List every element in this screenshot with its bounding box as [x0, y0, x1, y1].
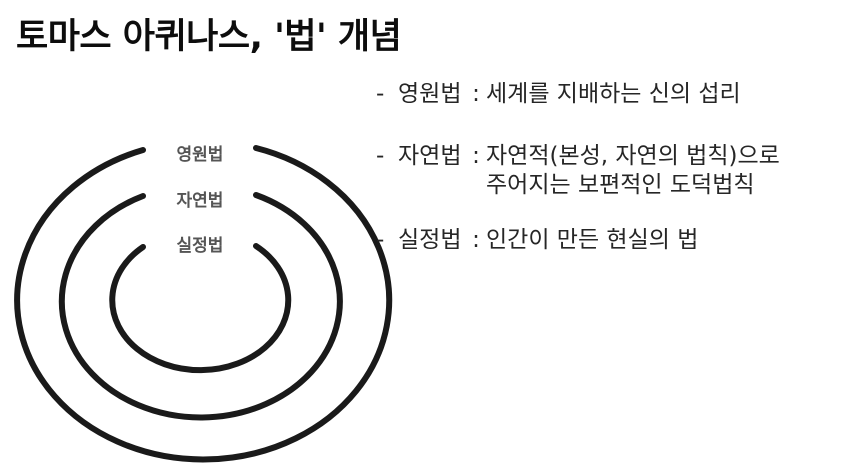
definition-term: 자연법	[398, 143, 462, 169]
definition-term: 실정법	[398, 227, 462, 253]
definition-colon: :	[472, 81, 480, 107]
inner-ring-positive-law	[109, 243, 292, 374]
definition-natural-law: - 자연법 : 자연적(본성, 자연의 법칙)으로 주어지는 보편적인 도덕법칙	[376, 142, 780, 200]
bullet-dash: -	[376, 81, 385, 107]
definition-term: 영원법	[398, 81, 462, 107]
definition-line: 인간이 만든 현실의 법	[486, 227, 699, 253]
definition-description: 세계를 지배하는 신의 섭리	[486, 80, 741, 109]
bullet-dash: -	[376, 143, 385, 169]
middle-ring-natural-law	[58, 192, 343, 421]
page-title: 토마스 아퀴나스, '법' 개념	[16, 17, 402, 57]
definition-colon: :	[472, 143, 480, 169]
definition-eternal-law: - 영원법 : 세계를 지배하는 신의 섭리	[376, 80, 741, 109]
ring-label-eternal-law: 영원법	[176, 145, 224, 165]
definition-description: 인간이 만든 현실의 법	[486, 226, 698, 255]
definition-description: 자연적(본성, 자연의 법칙)으로 주어지는 보편적인 도덕법칙	[486, 142, 780, 200]
ring-label-natural-law: 자연법	[176, 191, 224, 211]
definition-positive-law: - 실정법 : 인간이 만든 현실의 법	[376, 226, 698, 255]
definition-colon: :	[472, 227, 480, 253]
definition-line: 세계를 지배하는 신의 섭리	[486, 81, 741, 107]
bullet-dash: -	[376, 227, 385, 253]
outer-ring-eternal-law	[14, 145, 393, 463]
definition-line: 주어지는 보편적인 도덕법칙	[486, 172, 755, 198]
definition-line: 자연적(본성, 자연의 법칙)으로	[486, 143, 780, 169]
ring-label-positive-law: 실정법	[176, 236, 224, 256]
